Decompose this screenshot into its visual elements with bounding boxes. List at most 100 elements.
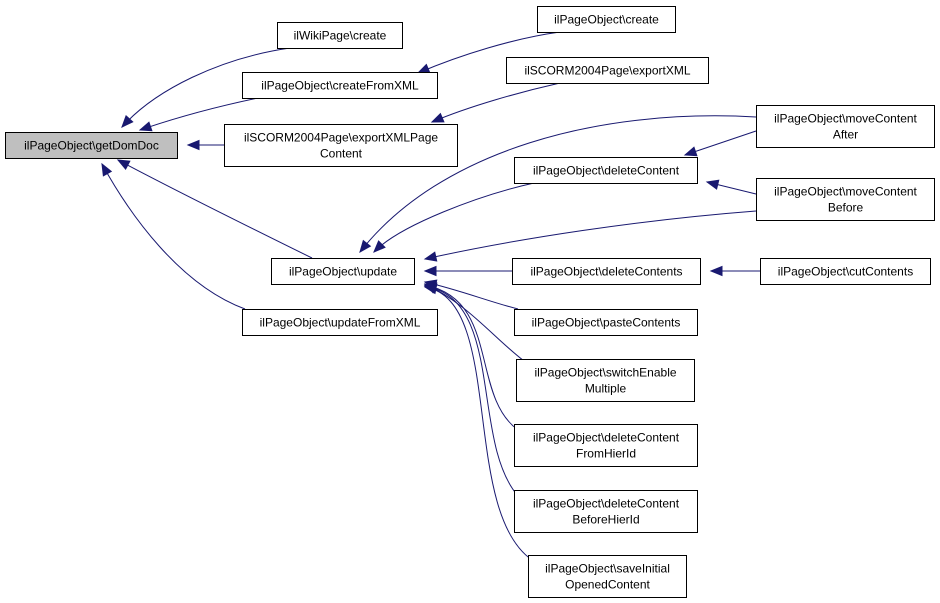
edge-deletebeforehier-to-update xyxy=(423,282,519,497)
node-label: ilPageObject\saveInitial xyxy=(545,562,670,576)
edge-saveinitial-to-update xyxy=(423,283,533,561)
node-label: ilWikiPage\create xyxy=(294,29,387,43)
edge-updatefromxml-to-root xyxy=(101,162,246,310)
edge-pastecontents-to-update xyxy=(423,279,519,310)
edge-switchenable-to-update xyxy=(423,283,529,365)
edge-cutcontents-to-deletecontents xyxy=(709,265,760,277)
node-label: Before xyxy=(828,201,864,215)
node-label: ilPageObject\deleteContent xyxy=(533,497,680,511)
node-box xyxy=(516,359,695,402)
node-label: Content xyxy=(320,147,363,161)
edge-update-to-root xyxy=(116,159,313,259)
node-box xyxy=(760,258,931,285)
edge-line xyxy=(684,130,757,156)
node-label: OpenedContent xyxy=(565,578,650,592)
edge-moveafter-to-deletecontent xyxy=(683,130,757,157)
node-box xyxy=(224,124,458,167)
node-box xyxy=(537,6,676,33)
arrowhead-icon xyxy=(138,121,153,132)
edge-line xyxy=(424,285,519,497)
edge-line xyxy=(424,283,529,365)
node-label: ilPageObject\moveContent xyxy=(774,112,917,126)
edge-moveafter-to-update xyxy=(359,115,757,254)
node-pastecontents[interactable]: ilPageObject\pasteContents xyxy=(514,309,698,336)
node-label: FromHierId xyxy=(576,447,636,461)
node-label: ilPageObject\moveContent xyxy=(774,185,917,199)
node-label: ilPageObject\pasteContents xyxy=(532,316,681,330)
node-deletecontent[interactable]: ilPageObject\deleteContent xyxy=(514,157,698,184)
node-box xyxy=(756,105,935,148)
arrowhead-icon xyxy=(116,159,131,171)
arrowhead-icon xyxy=(423,283,438,295)
arrowhead-icon xyxy=(683,146,698,157)
node-pocreate[interactable]: ilPageObject\create xyxy=(537,6,676,33)
node-wikicreate[interactable]: ilWikiPage\create xyxy=(277,22,403,49)
node-label: ilPageObject\getDomDoc xyxy=(24,139,159,153)
edge-line xyxy=(431,82,561,123)
edge-wikicreate-to-root xyxy=(121,47,291,128)
node-label: After xyxy=(833,128,858,142)
edge-line xyxy=(139,97,259,131)
edge-line xyxy=(424,284,519,431)
node-root[interactable]: ilPageObject\getDomDoc xyxy=(5,132,178,159)
node-label: ilPageObject\update xyxy=(289,265,397,279)
node-label: ilSCORM2004Page\exportXML xyxy=(524,64,690,78)
edges-layer xyxy=(101,31,760,561)
node-label: ilPageObject\updateFromXML xyxy=(260,316,421,330)
node-box xyxy=(528,555,687,598)
edge-line xyxy=(417,31,561,74)
node-cutcontents[interactable]: ilPageObject\cutContents xyxy=(760,258,931,285)
node-box xyxy=(756,178,935,221)
edge-line xyxy=(101,163,246,310)
edge-line xyxy=(424,210,757,260)
nodes-layer: ilPageObject\getDomDoc ilWikiPage\create i… xyxy=(5,6,935,598)
node-label: ilPageObject\create xyxy=(554,13,659,27)
arrowhead-icon xyxy=(709,265,723,277)
node-box xyxy=(242,309,438,336)
edge-line xyxy=(424,281,519,310)
node-label: ilPageObject\switchEnable xyxy=(534,366,676,380)
node-box xyxy=(514,490,698,533)
node-box xyxy=(514,424,698,467)
node-box xyxy=(5,132,178,159)
node-deletecontents[interactable]: ilPageObject\deleteContents xyxy=(512,258,701,285)
node-update[interactable]: ilPageObject\update xyxy=(271,258,415,285)
arrowhead-icon xyxy=(423,251,438,262)
edge-movebefore-to-deletecontent xyxy=(705,179,757,195)
edge-createfromxml-to-root xyxy=(138,97,259,132)
edge-line xyxy=(121,47,291,128)
edge-line xyxy=(117,159,313,259)
edge-line xyxy=(359,115,757,253)
node-box xyxy=(514,309,698,336)
node-updatefromxml[interactable]: ilPageObject\updateFromXML xyxy=(242,309,438,336)
edge-scormexport-to-scormexportpage xyxy=(430,82,561,123)
node-label: Multiple xyxy=(585,382,627,396)
node-box xyxy=(242,72,438,99)
arrowhead-icon xyxy=(416,63,431,74)
arrowhead-icon xyxy=(359,239,372,254)
arrowhead-icon xyxy=(423,265,437,277)
node-label: ilPageObject\createFromXML xyxy=(261,79,419,93)
node-box xyxy=(506,57,709,84)
node-label: ilPageObject\deleteContents xyxy=(530,265,682,279)
arrowhead-icon xyxy=(101,162,113,177)
node-scormexport[interactable]: ilSCORM2004Page\exportXML xyxy=(506,57,709,84)
arrowhead-icon xyxy=(121,114,134,128)
edge-movebefore-to-update xyxy=(423,210,757,262)
edge-scormexportpage-to-root xyxy=(186,139,224,151)
node-label: ilSCORM2004Page\exportXMLPage xyxy=(244,131,438,145)
node-createfromxml[interactable]: ilPageObject\createFromXML xyxy=(242,72,438,99)
node-label: ilPageObject\deleteContent xyxy=(533,431,680,445)
arrowhead-icon xyxy=(705,179,720,190)
edge-deletecontents-to-update xyxy=(423,265,512,277)
node-label: ilPageObject\cutContents xyxy=(778,265,913,279)
edge-line xyxy=(424,286,533,561)
